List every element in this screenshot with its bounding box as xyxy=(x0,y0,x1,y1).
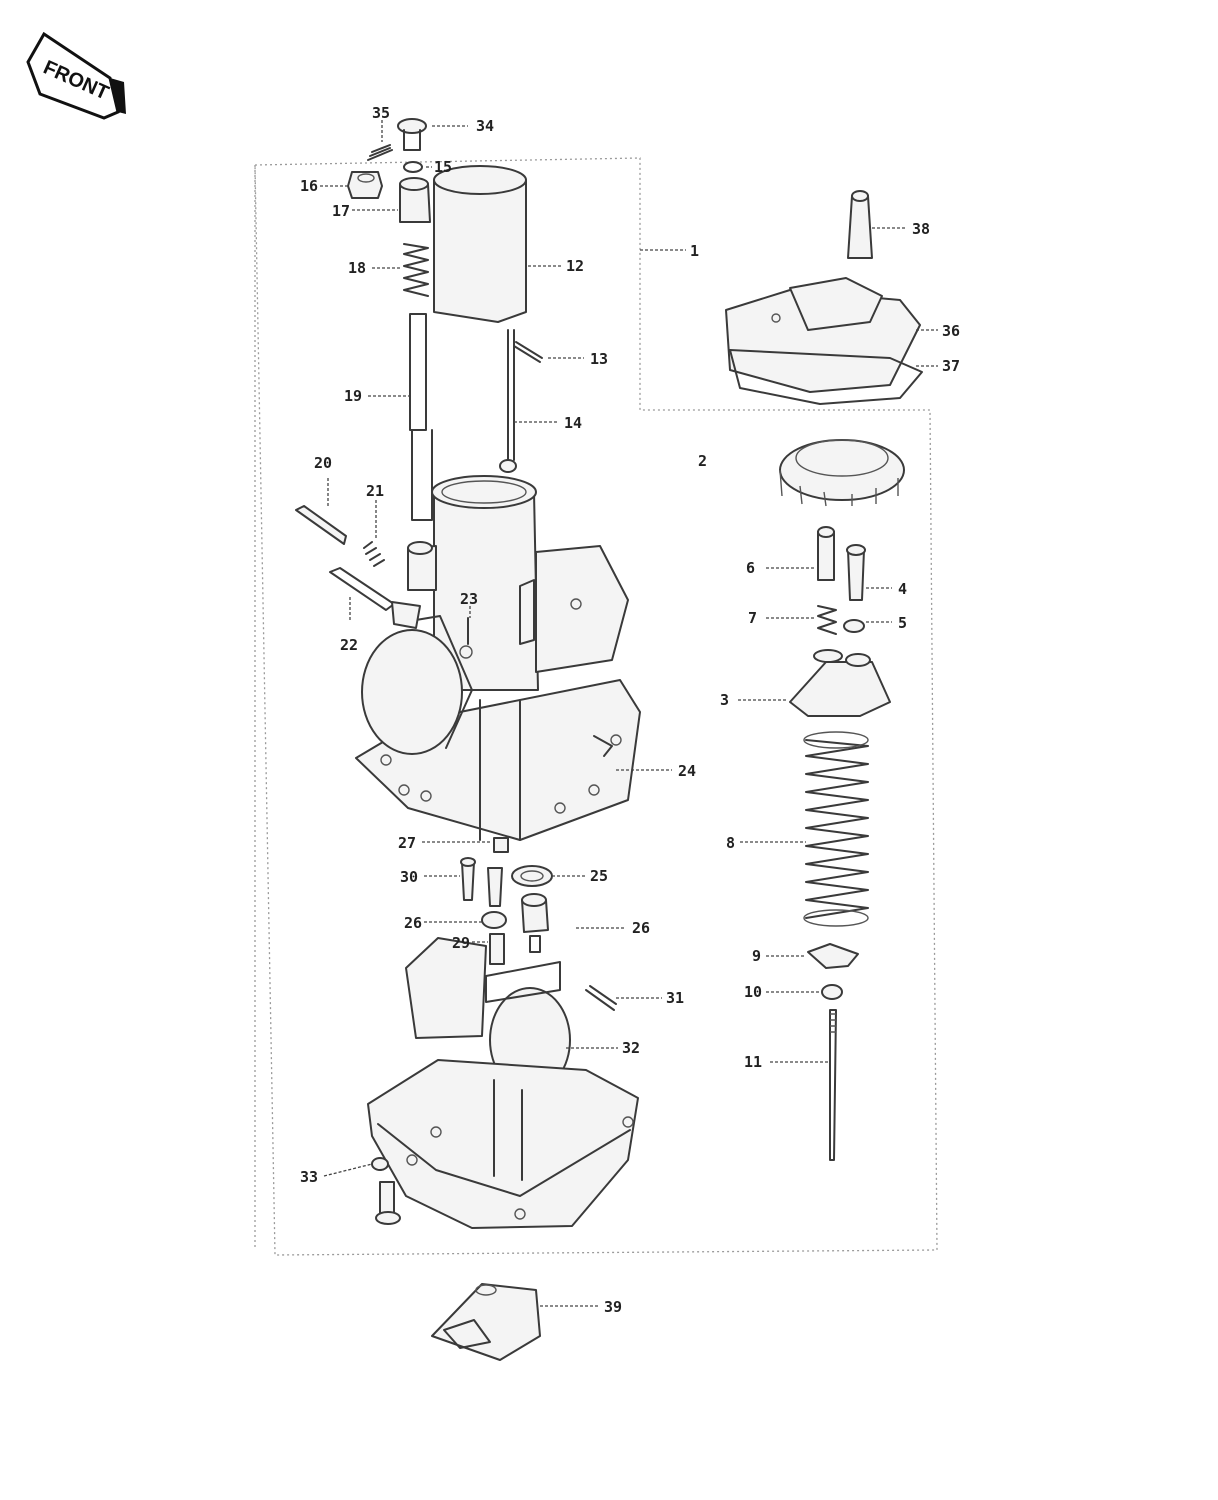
screw-33-part xyxy=(375,1181,401,1225)
callout-26-right: 26 xyxy=(632,919,650,937)
callout-10: 10 xyxy=(744,983,762,1001)
callout-21: 21 xyxy=(366,482,384,500)
callout-36: 36 xyxy=(942,322,960,340)
callout-14: 14 xyxy=(564,414,582,432)
callout-38: 38 xyxy=(912,220,930,238)
screw-22-part xyxy=(329,567,421,629)
callout-9: 9 xyxy=(752,947,761,965)
plug-20-part xyxy=(295,505,347,545)
callout-31: 31 xyxy=(666,989,684,1007)
front-direction-badge: FRONT xyxy=(26,31,126,120)
cable-19-part xyxy=(409,313,433,521)
spring-8-part xyxy=(803,731,869,927)
throttle-slide-12-part xyxy=(433,165,527,323)
screw-30-part xyxy=(460,857,476,901)
callout-27: 27 xyxy=(398,834,416,852)
callout-17: 17 xyxy=(332,202,350,220)
callout-23: 23 xyxy=(460,590,478,608)
callout-3: 3 xyxy=(720,691,729,709)
callout-26-left: 26 xyxy=(404,914,422,932)
callout-39: 39 xyxy=(604,1298,622,1316)
callout-16: 16 xyxy=(300,177,318,195)
clip-13-part xyxy=(513,341,543,363)
bracket-39-part xyxy=(431,1283,541,1361)
jet-25-part xyxy=(511,865,553,887)
pin-31-part xyxy=(585,985,617,1011)
callout-37: 37 xyxy=(942,357,960,375)
washer-5-part xyxy=(843,619,865,633)
callout-1: 1 xyxy=(690,242,699,260)
callout-7: 7 xyxy=(748,609,757,627)
callout-34: 34 xyxy=(476,117,494,135)
callout-5: 5 xyxy=(898,614,907,632)
main-jet-holder-part xyxy=(487,867,549,933)
screw-38-part xyxy=(847,190,873,259)
needle-11-part xyxy=(829,1009,837,1161)
screw-35-part xyxy=(367,144,393,161)
screw-34-part xyxy=(397,118,427,151)
body-edge-24-part xyxy=(593,735,613,757)
washer-33-part xyxy=(371,1157,389,1171)
float-part xyxy=(405,937,571,1093)
callout-4: 4 xyxy=(898,580,907,598)
float-bowl-part xyxy=(367,1059,639,1229)
assembly-frame-main xyxy=(254,157,938,1256)
callout-19: 19 xyxy=(344,387,362,405)
callout-20: 20 xyxy=(314,454,332,472)
spring-21-part xyxy=(363,541,385,567)
gasket-37-part xyxy=(729,349,923,405)
callout-29: 29 xyxy=(452,934,470,952)
side-cover-part xyxy=(361,615,473,755)
jet-29-part xyxy=(489,933,541,965)
jet-28-part xyxy=(481,911,507,929)
callout-15: 15 xyxy=(434,158,452,176)
spring-18-part xyxy=(403,243,429,297)
callout-18: 18 xyxy=(348,259,366,277)
nut-16-part xyxy=(347,171,383,199)
callout-11: 11 xyxy=(744,1053,762,1071)
callout-6: 6 xyxy=(746,559,755,577)
washer-10-part xyxy=(821,984,843,1000)
callout-35: 35 xyxy=(372,104,390,122)
callout-2: 2 xyxy=(698,452,707,470)
callout-8: 8 xyxy=(726,834,735,852)
callout-25: 25 xyxy=(590,867,608,885)
needle-14-part xyxy=(499,329,517,473)
top-cover-36-part xyxy=(725,277,921,393)
callout-22: 22 xyxy=(340,636,358,654)
screw-4-part xyxy=(846,544,866,601)
plate-9-part xyxy=(807,943,859,969)
leader-lines xyxy=(320,120,938,1307)
ring-15-part xyxy=(403,161,423,173)
screw-27-part xyxy=(493,837,509,853)
ring-nut-2-part xyxy=(779,439,905,507)
callout-13: 13 xyxy=(590,350,608,368)
spring-7-part xyxy=(817,605,837,635)
cap-17-part xyxy=(399,177,431,223)
screw-6-part xyxy=(817,526,835,581)
jet-holder-3-part xyxy=(789,649,891,717)
callout-32: 32 xyxy=(622,1039,640,1057)
callout-24: 24 xyxy=(678,762,696,780)
callout-33: 33 xyxy=(300,1168,318,1186)
callout-12: 12 xyxy=(566,257,584,275)
callout-30: 30 xyxy=(400,868,418,886)
